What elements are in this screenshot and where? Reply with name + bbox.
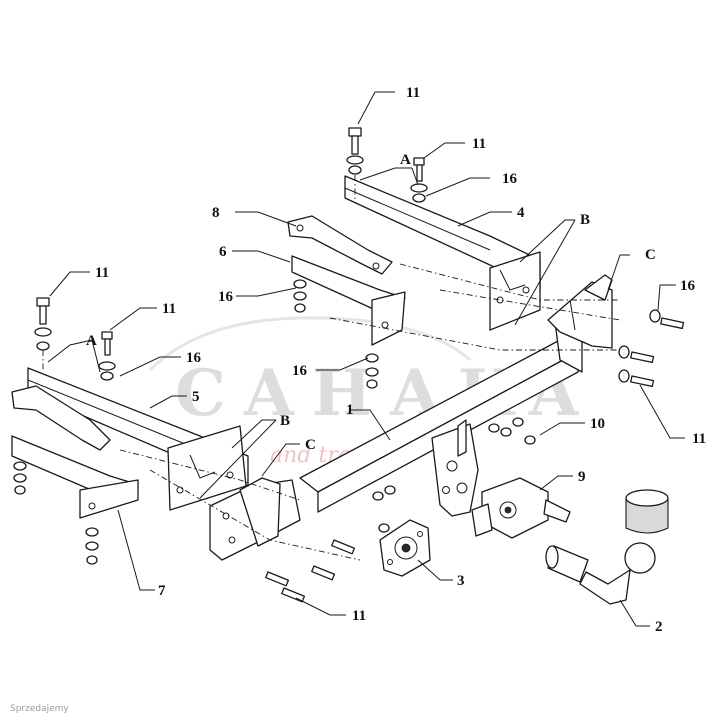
label-11-left: 11 [95,265,109,281]
label-c-left: C [305,437,316,453]
label-2: 2 [655,619,663,635]
electric-module [471,477,571,539]
label-11-bottom: 11 [352,608,366,624]
label-b-right: B [580,212,590,228]
label-7: 7 [158,583,166,599]
alignment-lines [42,175,621,561]
electrical-socket-plate [379,519,431,577]
label-16-upper: 16 [502,171,518,187]
label-4: 4 [517,205,525,221]
leader-lines [47,91,685,627]
label-6: 6 [219,244,227,260]
mid-bracket-plate [287,215,406,346]
label-c-right: C [645,247,656,263]
credit-text: Sprzedajemy [10,704,69,714]
bracket-c-right [547,274,613,349]
label-10: 10 [590,416,605,432]
label-16-lower: 16 [292,363,308,379]
label-16-right: 16 [680,278,696,294]
label-b-left: B [280,413,290,429]
label-16-mid: 16 [218,289,234,305]
label-9: 9 [578,469,586,485]
bolts-and-nuts [13,127,685,603]
ball-mount-plate [431,419,479,517]
side-rail-right [344,175,541,331]
label-3: 3 [457,573,465,589]
label-1: 1 [346,402,354,418]
label-11-left-mid: 11 [162,301,176,317]
bracket-c-left [209,477,301,561]
label-11-top: 11 [406,85,420,101]
label-a-upper: A [400,152,411,168]
lower-left-bracket [11,385,139,519]
label-8: 8 [212,205,220,221]
label-5: 5 [192,389,200,405]
part-labels: 11 11 16 4 B C 16 11 A 8 6 16 16 11 11 1… [86,85,706,635]
label-11-upper: 11 [472,136,486,152]
tow-ball-assembly [545,489,669,605]
label-16-left: 16 [186,350,202,366]
label-11-right: 11 [692,431,706,447]
label-a-left: A [86,333,97,349]
